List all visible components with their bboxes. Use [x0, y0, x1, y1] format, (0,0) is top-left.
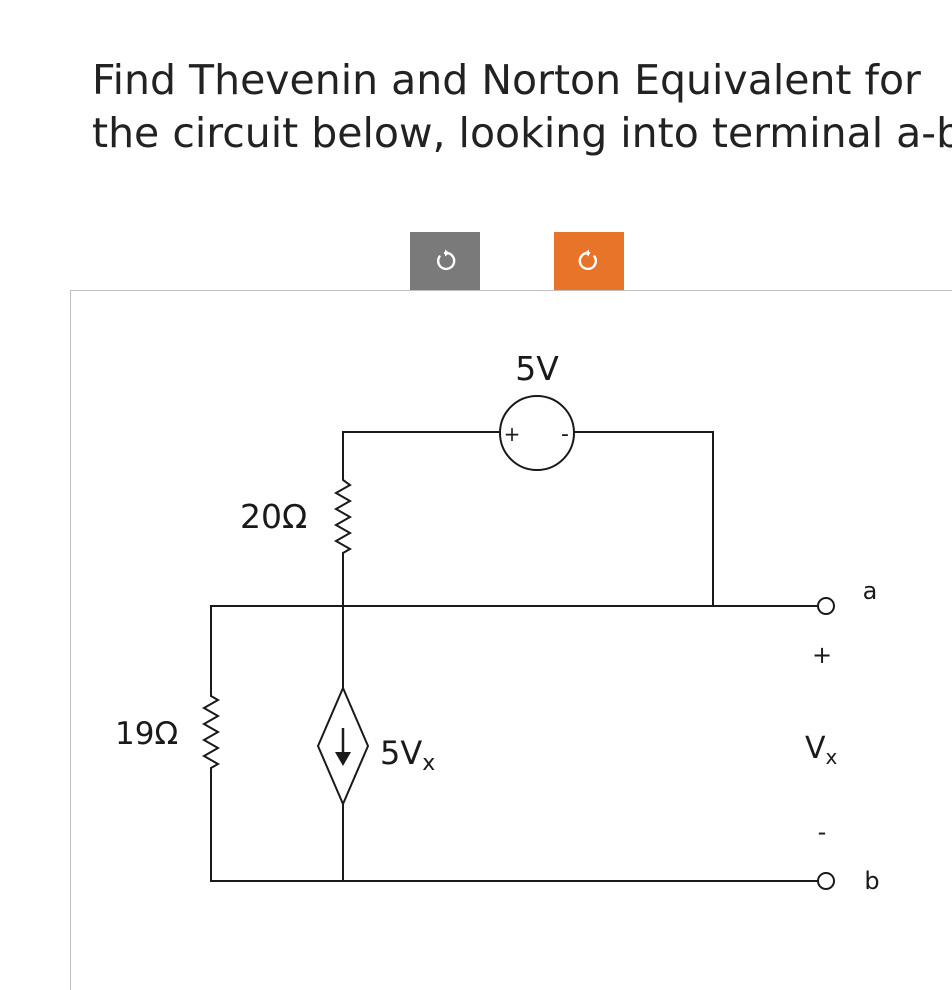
question-line-2: the circuit below, looking into terminal… — [92, 109, 952, 157]
rotate-left-button[interactable] — [410, 232, 480, 290]
question-text: Find Thevenin and Norton Equivalent for … — [92, 54, 952, 160]
rotate-clockwise-icon — [578, 249, 598, 271]
wire-top-right — [574, 431, 714, 607]
rotate-right-button[interactable] — [554, 232, 624, 290]
dependent-source-label: 5Vx — [380, 734, 435, 776]
rotate-counterclockwise-icon — [436, 249, 456, 271]
vx-label: Vx — [805, 731, 838, 769]
resistor-19-ohm — [201, 605, 221, 882]
arrow-down-icon — [335, 728, 351, 766]
vx-plus-sign: + — [812, 641, 832, 669]
terminal-a-label: a — [863, 577, 878, 605]
vx-minus-sign: - — [818, 818, 827, 846]
resistor-19-label: 19Ω — [115, 716, 178, 752]
voltage-source-plus: + — [504, 422, 521, 446]
question-line-1: Find Thevenin and Norton Equivalent for — [92, 56, 921, 104]
voltage-source-minus: - — [561, 422, 569, 447]
terminal-b-label: b — [864, 867, 879, 895]
voltage-source-5v — [499, 395, 575, 471]
terminal-a-node — [817, 597, 835, 615]
terminal-b-node — [817, 872, 835, 890]
resistor-20-label: 20Ω — [240, 497, 307, 536]
resistor-20-ohm — [333, 476, 353, 607]
dependent-current-source — [316, 685, 370, 807]
diagram-panel — [70, 290, 952, 990]
voltage-source-label: 5V — [515, 349, 559, 388]
wire-top-left — [342, 431, 501, 478]
